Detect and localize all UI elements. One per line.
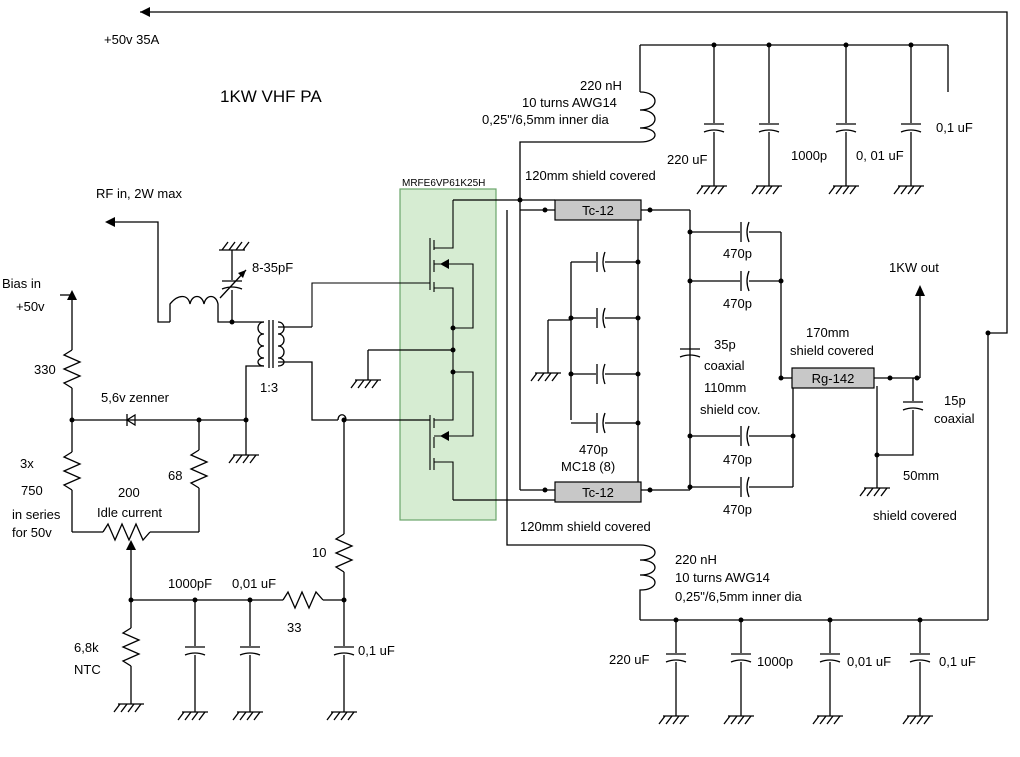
mc18-label: MC18 (8) [561,459,616,474]
bias-in-voltage: +50v [16,299,45,314]
ind-bot-line1: 220 nH [675,552,717,567]
ind-bot-line2: 10 turns AWG14 [675,570,770,585]
bias-in-label: Bias in [2,276,42,291]
ntc-value-label: 6,8k [74,640,99,655]
shield-top-label: 120mm shield covered [525,168,656,183]
c470-b-label: 470p [723,296,752,311]
supply-label: +50v 35A [104,32,160,47]
zener-label: 5,6v zenner [101,390,169,405]
top-cap-01uf [893,45,925,195]
mc18-value-label: 470p [579,442,608,457]
bot-c220-label: 220 uF [609,652,650,667]
coaxial-15-label: coaxial [934,411,975,426]
c35p-label: 35p [714,337,736,352]
r750-label: 750 [21,483,43,498]
c15p-label: 15p [944,393,966,408]
bot-cap-1000p [723,620,755,725]
r68-label: 68 [168,468,183,483]
rg142-label: Rg-142 [812,371,855,386]
bot-c001-label: 0,01 uF [847,654,892,669]
tc12-bottom-box [554,481,642,503]
top-cap-1000p [828,45,860,195]
mc18-cap-4 [571,412,638,434]
tc12-bottom-label: Tc-12 [582,485,614,500]
shield-110-a-label: 110mm [704,380,747,395]
ind-top-line3: 0,25"/6,5mm inner dia [482,112,609,127]
idle-current-label: Idle current [97,505,163,520]
shield-110-b-label: shield cov. [700,402,761,417]
bot-cap-01uf [902,620,934,725]
ind-top-line2: 10 turns AWG14 [522,95,617,110]
c01uf-bias-label: 0,1 uF [358,643,395,658]
c470-c-label: 470p [723,452,752,467]
c001uf-bias-label: 0,01 uF [232,576,277,591]
r10-label: 10 [312,545,327,560]
bot-cap-001uf [812,620,844,725]
r200-label: 200 [118,485,140,500]
mc18-cap-1 [571,251,638,273]
transistor-label: MRFE6VP61K25H [402,178,486,189]
top-cap-big [751,45,783,195]
top-cap-220uf [696,45,728,195]
shield-50-b-label: shield covered [873,508,957,523]
rf-in-label: RF in, 2W max [96,186,182,201]
bot-c1000-label: 1000p [757,654,794,669]
tc12-top-label: Tc-12 [582,203,614,218]
c470-a-label: 470p [723,246,752,261]
r330-label: 330 [34,362,56,377]
top-c01-label: 0,1 uF [936,120,973,135]
in-series-label: in series [12,507,61,522]
mc18-cap-3 [571,363,638,385]
c1000pf-label: 1000pF [168,576,213,591]
r33-label: 33 [287,620,302,635]
transistor-package [399,188,497,521]
out-label: 1KW out [889,260,939,275]
coaxial-35-label: coaxial [704,358,745,373]
c470-d-label: 470p [723,502,752,517]
shield-50-a-label: 50mm [903,468,940,483]
shield-170-b-label: shield covered [790,343,874,358]
transformer-ratio-label: 1:3 [260,380,279,395]
bot-cap-220uf [658,620,690,725]
ind-top-line1: 220 nH [580,78,622,93]
for-50v-label: for 50v [12,525,52,540]
mc18-cap-2 [571,307,638,329]
top-c220-label: 220 uF [667,152,708,167]
top-c1000-label: 1000p [791,148,828,163]
top-c001-label: 0, 01 uF [856,148,904,163]
r3x-label: 3x [20,456,34,471]
page-title: 1KW VHF PA [220,87,322,106]
bot-c01-label: 0,1 uF [939,654,976,669]
ntc-label: NTC [74,662,101,677]
shield-bottom-label: 120mm shield covered [520,519,651,534]
trim-cap-label: 8-35pF [252,260,294,275]
shield-170-a-label: 170mm [806,325,850,340]
ind-bot-line3: 0,25"/6,5mm inner dia [675,589,802,604]
